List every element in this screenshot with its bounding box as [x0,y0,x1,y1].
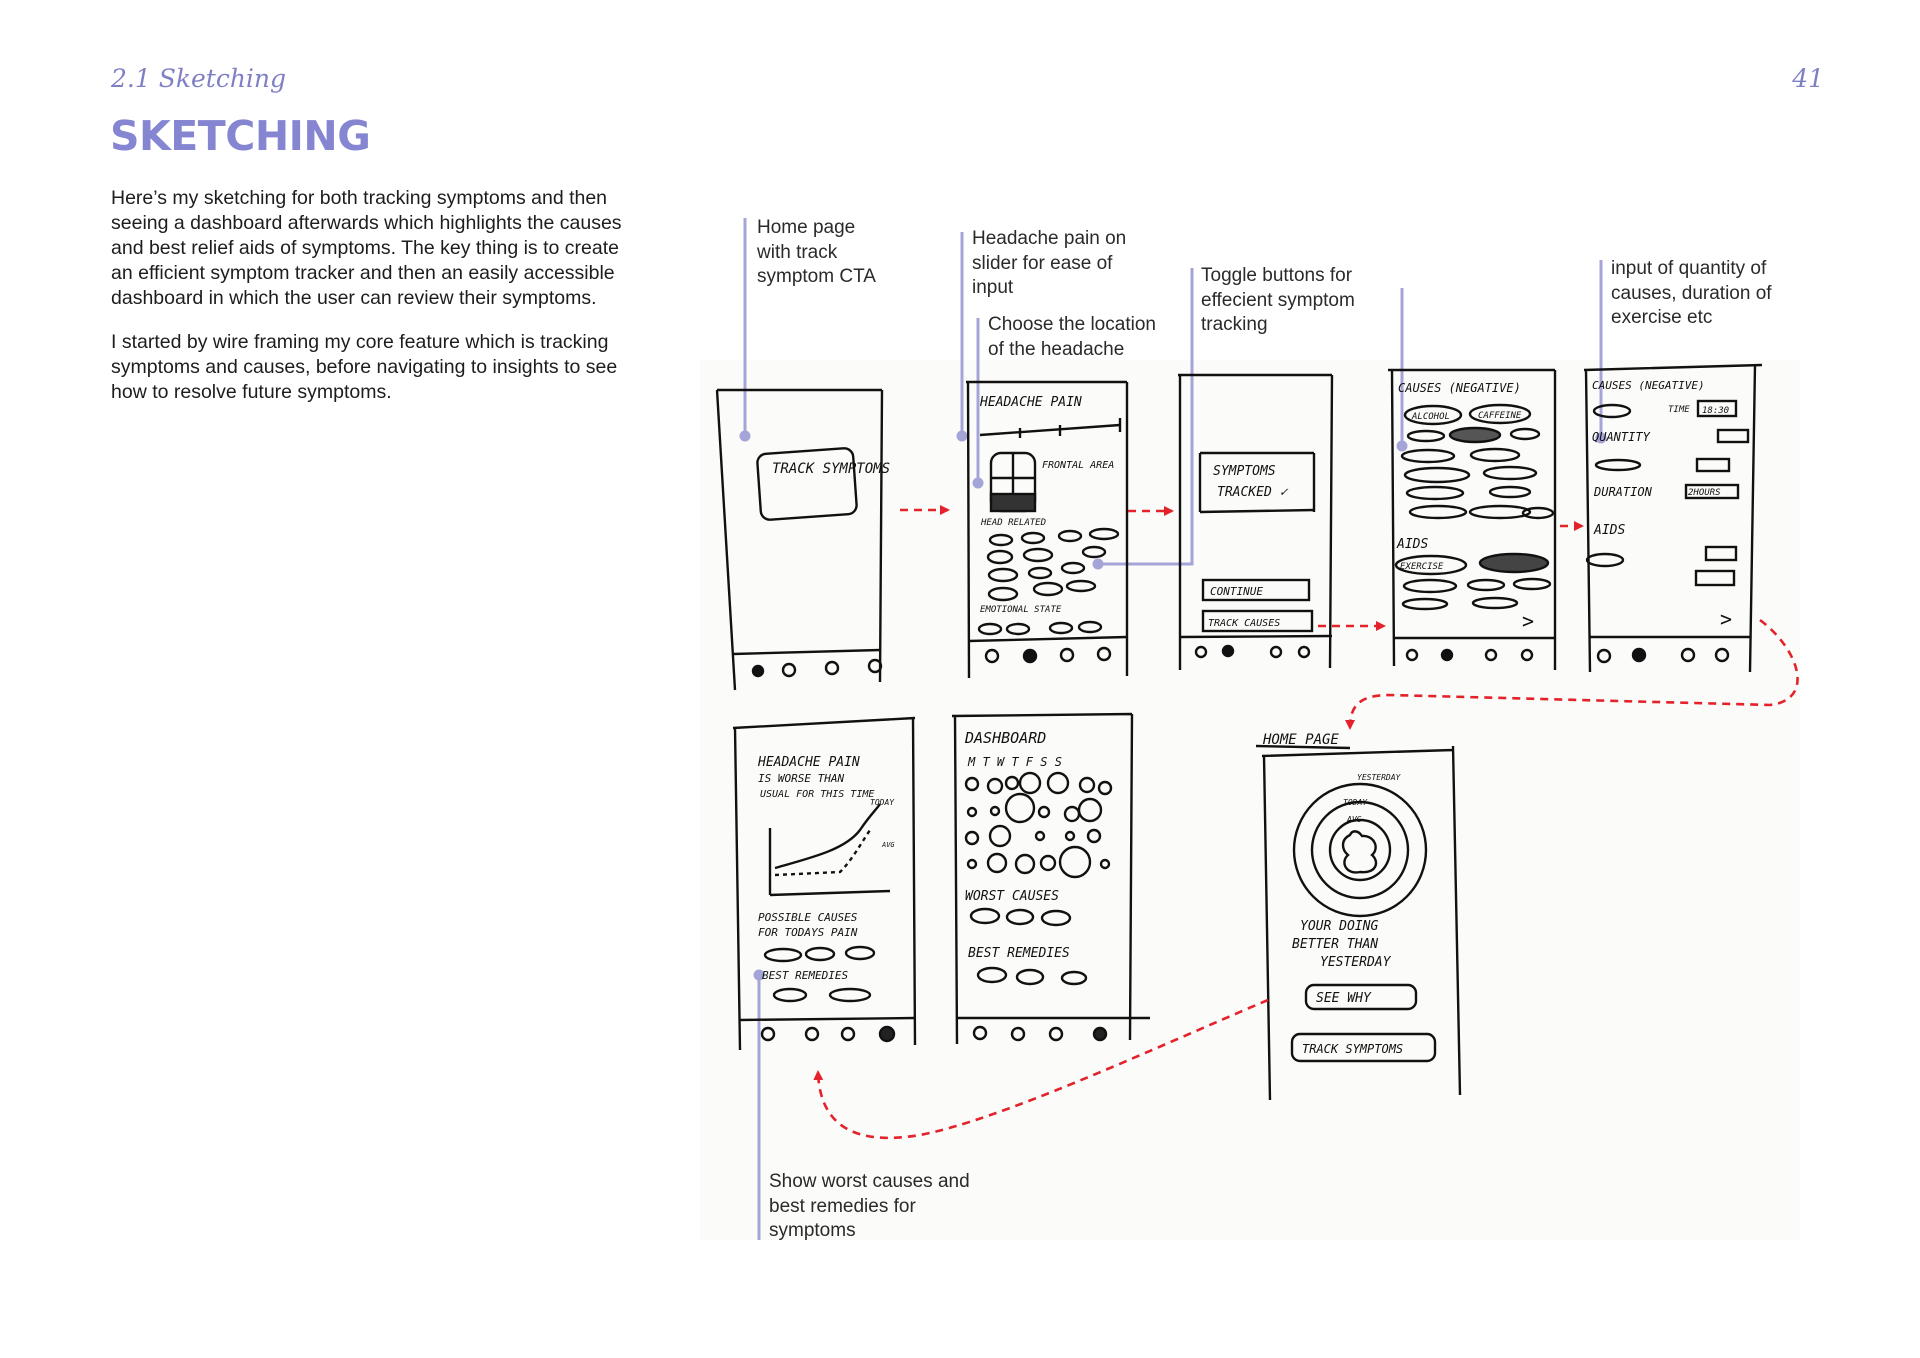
screen6-causes-1: POSSIBLE CAUSES [758,911,858,924]
screen4-chip-1: ALCOHOL [1411,412,1450,422]
screen5-time-label: TIME [1668,405,1690,415]
screen5-aids: AIDS [1593,523,1625,538]
screen8-header: HOME PAGE [1262,732,1339,748]
annotation-toggle-buttons: Toggle buttons for effecient symptom tra… [1201,265,1355,335]
screen7-worst: WORST CAUSES [965,889,1059,904]
screen6-causes-2: FOR TODAYS PAIN [758,926,858,939]
screen3-message-1: SYMPTOMS [1213,464,1276,479]
screen5-quantity: QUANTITY [1592,430,1651,444]
screen-causes [1388,368,1557,670]
screen7-title: DASHBOARD [964,729,1046,747]
screen2-section1: HEAD RELATED [980,518,1046,528]
screen-headache [966,380,1129,679]
annotation-worst-causes: Show worst causes and best remedies for … [769,1171,970,1241]
intro-text: Here’s my sketching for both tracking sy… [111,186,646,424]
flow-arrows [813,505,1799,1140]
screen2-title: HEADACHE PAIN [979,395,1082,410]
screen8-message-2: BETTER THAN [1292,937,1378,952]
screen8-message-1: YOUR DOING [1300,919,1378,934]
screen2-area: FRONTAL AREA [1042,460,1114,471]
intro-paragraph-1: Here’s my sketching for both tracking sy… [111,187,622,309]
screen-new-home [1255,744,1462,1101]
leader-lines [739,218,1607,1240]
annotation-quantity-input: input of quantity of causes, duration of… [1611,258,1772,328]
screen6-remedies: BEST REMEDIES [762,969,848,982]
screen-insight [732,716,917,1051]
screen6-title-1: HEADACHE PAIN [757,755,860,770]
screen3-continue: CONTINUE [1210,585,1263,598]
screen4-title: CAUSES (NEGATIVE) [1398,381,1521,395]
screen5-duration-value: 2HOURS [1688,488,1721,498]
screen2-section2: EMOTIONAL STATE [980,605,1062,615]
annotation-choose-location: Choose the location of the headache [988,314,1156,360]
flow-arrow-6 [813,998,1269,1140]
screen6-legend-today: TODAY [870,798,895,807]
annotation-headache-slider: Headache pain on slider for ease of inpu… [972,228,1127,298]
screen6-title-3: USUAL FOR THIS TIME [760,789,874,800]
annotation-home-page: Home page with track symptom CTA [757,217,876,287]
screen5-next: > [1720,607,1732,631]
screen7-remedies: BEST REMEDIES [968,946,1070,961]
screen4-chip-2: CAFFEINE [1478,411,1522,421]
screen1-button-text: TRACK SYMPTOMS [772,461,890,477]
screen6-title-2: IS WORSE THAN [758,772,844,785]
screen3-track-causes: TRACK CAUSES [1208,618,1280,629]
leader-toggle [1098,268,1194,566]
screen-home [715,388,884,691]
screen4-aids: AIDS [1396,537,1428,552]
screen7-days: M T W T F S S [967,755,1062,769]
sketch-paper [700,360,1800,1240]
screen8-track: TRACK SYMPTOMS [1302,1042,1403,1056]
screen5-title: CAUSES (NEGATIVE) [1592,379,1705,392]
screen-quantity [1583,363,1763,673]
screen8-message-3: YESTERDAY [1320,955,1392,970]
screen4-next: > [1522,609,1534,633]
flow-arrow-5 [1345,618,1799,730]
screen8-ring-today: TODAY [1343,798,1368,807]
screen-dashboard [951,712,1150,1045]
screen8-ring-yesterday: YESTERDAY [1357,773,1402,782]
screen-tracked [1178,373,1334,670]
page-number: 41 [1792,64,1824,93]
screen3-message-2: TRACKED ✓ [1217,485,1289,500]
screen5-time-value: 18:30 [1702,406,1729,416]
screen6-legend-avg: AVG [881,841,895,849]
screen8-see-why: SEE WHY [1316,991,1372,1006]
page-title: SKETCHING [110,112,371,160]
screen5-duration: DURATION [1593,485,1653,499]
section-label: 2.1 Sketching [111,64,287,93]
screen8-ring-avg: AVG [1346,815,1362,824]
intro-paragraph-2: I started by wire framing my core featur… [111,331,618,403]
screen4-chip-3: EXERCISE [1400,562,1444,572]
